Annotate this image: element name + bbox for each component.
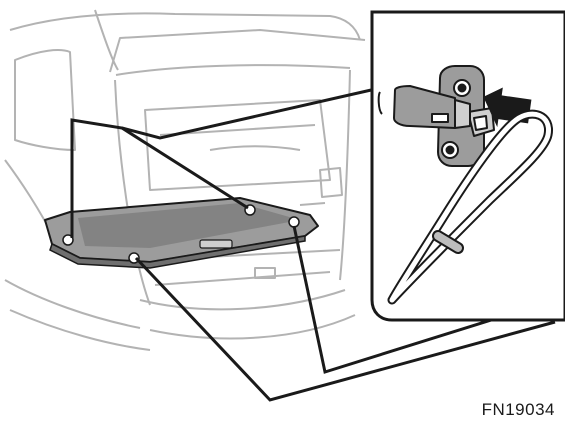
callout-lines (70, 86, 556, 402)
tonneau-cover (44, 197, 319, 269)
figure-code: FN19034 (481, 400, 555, 419)
cover-end-plug (377, 85, 471, 129)
strap-loop-icon (387, 109, 553, 305)
